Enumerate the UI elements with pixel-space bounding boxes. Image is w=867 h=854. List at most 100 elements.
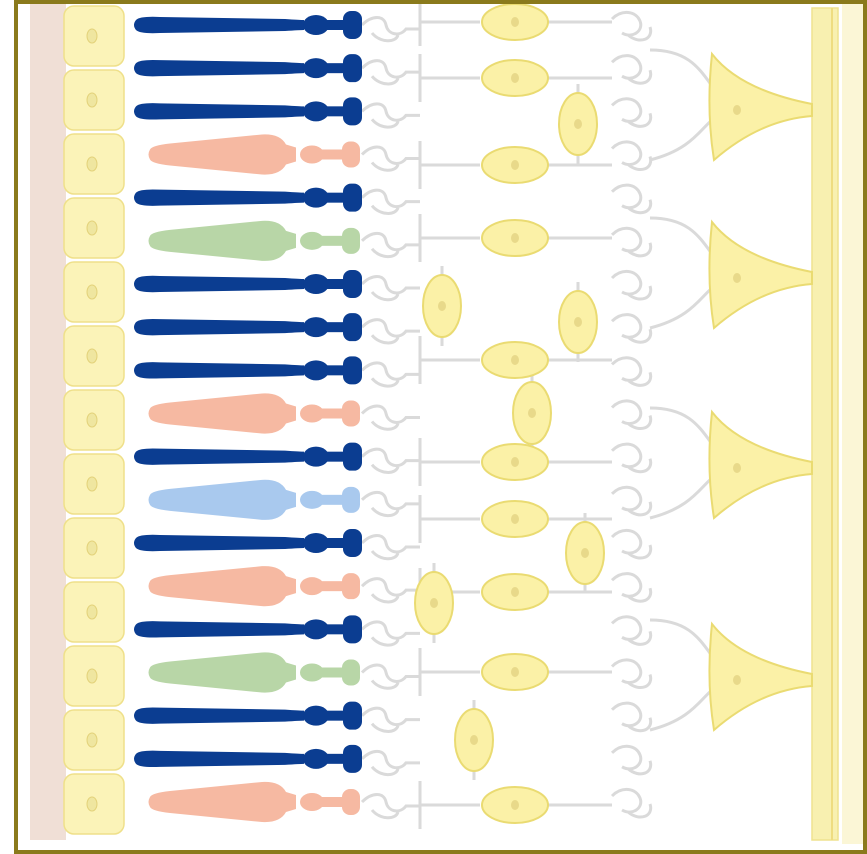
cell-nucleus xyxy=(511,73,519,83)
rod-terminal xyxy=(343,615,362,643)
synaptic-connection xyxy=(362,363,420,379)
inner-plexiform-synapse xyxy=(612,401,651,429)
ganglion-cell-icon xyxy=(709,54,812,160)
cone-neck xyxy=(320,236,344,246)
rod-ellipsoid xyxy=(303,15,329,35)
synaptic-connection xyxy=(362,190,420,206)
nerve-fiber-layer xyxy=(812,8,838,840)
ganglion-dendrite xyxy=(650,408,715,518)
inner-plexiform-synapse xyxy=(612,142,651,170)
rod-outer-segment xyxy=(134,276,304,292)
cone-terminal xyxy=(342,573,360,599)
synaptic-connection xyxy=(362,18,420,34)
cell-nucleus xyxy=(511,800,519,810)
pigment-epithelium-cell-icon xyxy=(87,669,97,683)
cone-cell-red xyxy=(149,782,361,822)
cone-neck xyxy=(320,797,344,807)
inner-plexiform-synapse xyxy=(612,746,651,774)
cone-neck xyxy=(320,581,344,591)
cell-nucleus xyxy=(511,667,519,677)
rod-ellipsoid xyxy=(303,188,329,208)
cell-nucleus xyxy=(733,273,741,283)
rod-terminal xyxy=(343,313,362,341)
synaptic-connection xyxy=(362,406,420,422)
cell-nucleus xyxy=(430,598,438,608)
inner-plexiform-synapse xyxy=(612,185,651,213)
rod-ellipsoid xyxy=(303,533,329,553)
rod-terminal xyxy=(343,184,362,212)
cell-nucleus xyxy=(733,463,741,473)
rod-ellipsoid xyxy=(303,58,329,78)
synaptic-connection xyxy=(362,751,420,767)
rod-terminal xyxy=(343,356,362,384)
cone-terminal xyxy=(342,142,360,168)
cone-cell-blue xyxy=(149,480,361,520)
cone-outer-segment xyxy=(149,480,297,520)
rod-terminal xyxy=(343,443,362,471)
synaptic-connection xyxy=(362,622,420,638)
synaptic-connection xyxy=(362,147,420,163)
rod-terminal xyxy=(343,702,362,730)
synaptic-connection xyxy=(362,233,420,249)
inner-plexiform-synapse xyxy=(612,358,651,386)
cone-terminal xyxy=(342,401,360,427)
rod-cell xyxy=(134,615,362,643)
synaptic-connection xyxy=(362,61,420,77)
cone-neck xyxy=(320,668,344,678)
cell-nucleus xyxy=(528,408,536,418)
cell-nucleus xyxy=(733,675,741,685)
rod-ellipsoid xyxy=(303,360,329,380)
rod-ellipsoid xyxy=(303,619,329,639)
rod-cell xyxy=(134,97,362,125)
rod-outer-segment xyxy=(134,103,304,119)
cell-nucleus xyxy=(733,105,741,115)
synaptic-connection xyxy=(362,277,420,293)
ganglion-dendrite xyxy=(650,620,715,730)
cone-cell-green xyxy=(149,221,361,261)
inner-plexiform-synapse xyxy=(612,56,651,84)
rod-cell xyxy=(134,54,362,82)
rod-terminal xyxy=(343,54,362,82)
inner-plexiform-synapse xyxy=(612,444,651,472)
cell-nucleus xyxy=(511,355,519,365)
cone-cell-red xyxy=(149,566,361,606)
cell-nucleus xyxy=(574,119,582,129)
cell-nucleus xyxy=(511,514,519,524)
synaptic-connection xyxy=(362,665,420,681)
rod-ellipsoid xyxy=(303,101,329,121)
inner-plexiform-synapse xyxy=(612,660,651,688)
rod-ellipsoid xyxy=(303,447,329,467)
rod-outer-segment xyxy=(134,448,304,464)
cone-neck xyxy=(320,495,344,505)
cone-cell-red xyxy=(149,134,361,174)
cone-neck xyxy=(320,150,344,160)
rod-ellipsoid xyxy=(303,749,329,769)
synaptic-connection xyxy=(362,492,420,508)
inner-plexiform-synapse xyxy=(612,617,651,645)
ganglion-cell-icon xyxy=(709,624,812,730)
cone-neck xyxy=(320,409,344,419)
pigment-epithelium-cell-icon xyxy=(87,93,97,107)
rod-outer-segment xyxy=(134,60,304,76)
rod-outer-segment xyxy=(134,535,304,551)
synaptic-connection xyxy=(362,579,420,595)
rod-outer-segment xyxy=(134,707,304,723)
pigment-epithelium-cell-icon xyxy=(87,157,97,171)
pigment-epithelium-cell-icon xyxy=(87,733,97,747)
rod-cell xyxy=(134,11,362,39)
cone-terminal xyxy=(342,228,360,254)
rod-cell xyxy=(134,702,362,730)
synaptic-connection xyxy=(362,320,420,336)
cell-nucleus xyxy=(438,301,446,311)
cell-nucleus xyxy=(574,317,582,327)
rod-cell xyxy=(134,356,362,384)
pigment-epithelium-cell-icon xyxy=(87,797,97,811)
cell-nucleus xyxy=(581,548,589,558)
cell-nucleus xyxy=(511,233,519,243)
pigment-epithelium-cell-icon xyxy=(87,349,97,363)
pigment-epithelium-cell-icon xyxy=(87,29,97,43)
cone-terminal xyxy=(342,789,360,815)
pigment-epithelium-cell-icon xyxy=(87,541,97,555)
rod-outer-segment xyxy=(134,319,304,335)
